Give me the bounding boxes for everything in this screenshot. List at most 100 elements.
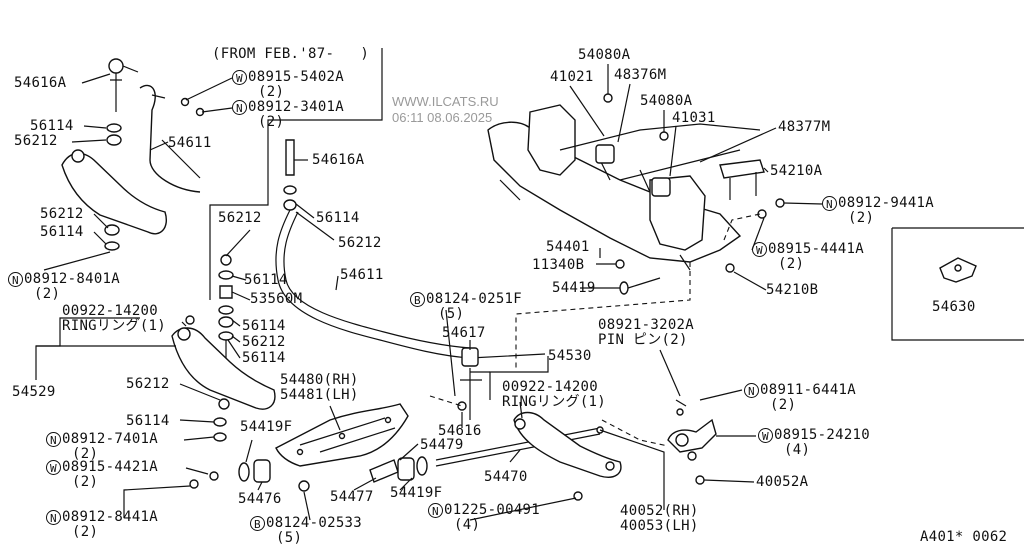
part-label[interactable]: 54481(LH) [280,387,359,403]
washer-symbol: W [758,428,773,443]
part-label[interactable]: 41021 [550,69,594,85]
inset-frame [209,48,1024,341]
bolt-symbol: B [250,516,265,531]
part-label[interactable]: 54630 [932,299,976,315]
washer-symbol: W [46,460,61,475]
part-label[interactable]: 56114 [242,350,286,366]
part-quantity: (2) [72,524,99,540]
washer-symbol: W [232,70,247,85]
inset-note: (FROM FEB.'87- ) [212,46,370,62]
part-label[interactable]: 48377M [778,119,831,135]
part-quantity: (2) [848,210,875,226]
diagram-code: A401* 0062 [920,529,1008,545]
part-label[interactable]: 00922-14200 [62,303,159,319]
part-quantity: (4) [454,517,481,533]
part-label[interactable]: 41031 [672,110,716,126]
nut-symbol: N [744,383,759,398]
nut-symbol: N [428,503,443,518]
part-quantity: (2) [34,286,61,302]
tension-rod-bracket [189,403,428,492]
pin-label[interactable]: PIN ピン(2) [598,332,688,348]
inset-lower-arm [61,58,205,251]
ball-joint [667,399,717,485]
watermark-datetime: 06:11 08.06.2025 [392,110,493,125]
part-label[interactable]: 11340B [532,257,585,273]
part-label[interactable]: 54480(RH) [280,372,359,388]
part-label[interactable]: 56114 [30,118,74,134]
part-quantity: (2) [72,446,99,462]
part-label[interactable]: 54080A [578,47,631,63]
part-label[interactable]: 54080A [640,93,693,109]
part-label[interactable]: 56212 [14,133,58,149]
nut-symbol: N [232,100,247,115]
inset-bracket [939,257,977,283]
stabilizer-bar [218,139,546,367]
part-label[interactable]: 56114 [244,272,288,288]
part-label[interactable]: 40053(LH) [620,518,699,534]
part-label[interactable]: 56114 [126,413,170,429]
ring-label[interactable]: RINGリング(1) [502,394,607,410]
part-label[interactable]: 54419F [390,485,443,501]
reference-lines [429,213,761,447]
part-label[interactable]: 56212 [218,210,262,226]
part-label[interactable]: 54616A [14,75,67,91]
part-label[interactable]: 54616A [312,152,365,168]
part-quantity: (5) [276,530,303,546]
part-label[interactable]: 40052A [756,474,809,490]
part-quantity: (2) [258,84,285,100]
part-label[interactable]: 54530 [548,348,592,364]
part-quantity: (5) [438,306,465,322]
nut-symbol: N [8,272,23,287]
part-label[interactable]: 40052(RH) [620,503,699,519]
part-label[interactable]: 54401 [546,239,590,255]
part-label[interactable]: 56212 [338,235,382,251]
part-label[interactable]: 54419F [240,419,293,435]
nut-symbol: N [46,510,61,525]
part-label[interactable]: 08921-3202A [598,317,695,333]
part-label[interactable]: 54477 [330,489,374,505]
part-quantity: (2) [778,256,805,272]
part-label[interactable]: 56114 [242,318,286,334]
part-label[interactable]: 54611 [168,135,212,151]
part-label[interactable]: 54210B [766,282,819,298]
part-label[interactable]: 56212 [126,376,170,392]
bolt-symbol: B [410,292,425,307]
part-label[interactable]: 53560M [250,291,303,307]
part-label[interactable]: 00922-14200 [502,379,599,395]
part-quantity: (2) [258,114,285,130]
tension-rod-right-arm [435,368,622,501]
part-label[interactable]: 56114 [40,224,84,240]
part-label[interactable]: 48376M [614,67,667,83]
part-label[interactable]: 54616 [438,423,482,439]
watermark-site: WWW.ILCATS.RU [392,94,499,109]
ring-label[interactable]: RINGリング(1) [62,318,167,334]
part-label[interactable]: 54210A [770,163,823,179]
part-label[interactable]: 54611 [340,267,384,283]
part-label[interactable]: 54419 [552,280,596,296]
part-label[interactable]: 56114 [316,210,360,226]
washer-symbol: W [752,242,767,257]
part-label[interactable]: 54476 [238,491,282,507]
part-label[interactable]: 56212 [242,334,286,350]
part-label[interactable]: 54617 [442,325,486,341]
part-label[interactable]: 56212 [40,206,84,222]
crossmember [487,93,785,295]
part-label[interactable]: 54470 [484,469,528,485]
part-label[interactable]: 54529 [12,384,56,400]
part-label[interactable]: 54479 [420,437,464,453]
part-quantity: (2) [770,397,797,413]
